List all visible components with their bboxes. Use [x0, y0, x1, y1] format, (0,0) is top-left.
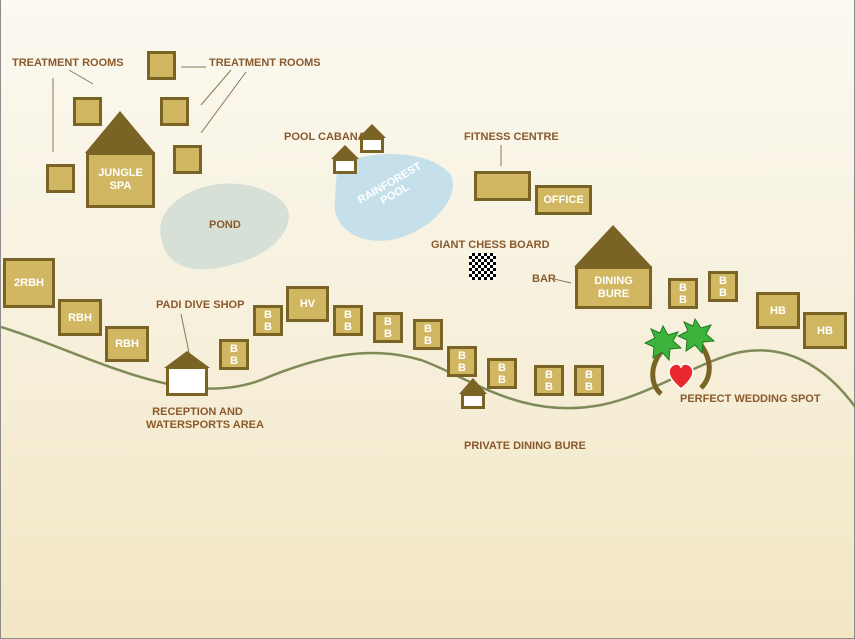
bungalow-hb[interactable]: HB — [756, 292, 800, 329]
label-pool-cabanas: POOL CABANAS — [284, 131, 374, 143]
bb-letter: B — [458, 361, 466, 374]
bb-letter: B — [679, 293, 687, 306]
office-label: OFFICE — [543, 194, 584, 206]
bb-letter: B — [344, 320, 352, 333]
treatment-room[interactable] — [46, 164, 75, 193]
jungle-spa-label: JUNGLE SPA — [98, 167, 143, 192]
bb-letter: B — [498, 361, 506, 374]
bungalow-2rbh[interactable]: 2RBH — [3, 258, 55, 308]
dining-bure[interactable]: DINING BURE — [575, 266, 652, 309]
bungalow-rbh-label: RBH — [68, 311, 92, 324]
bungalow-hv-label: HV — [299, 298, 316, 310]
bb-letter: B — [498, 373, 506, 386]
bb-letter: B — [719, 286, 727, 299]
label-reception-line1: RECEPTION AND — [152, 406, 243, 418]
pond-shape — [160, 183, 289, 270]
bungalow-hb[interactable]: HB — [803, 312, 847, 349]
label-padi-dive-shop: PADI DIVE SHOP — [156, 299, 245, 311]
dining-bure-label: DINING BURE — [594, 274, 633, 300]
label-private-dining-bure: PRIVATE DINING BURE — [464, 440, 586, 452]
bb-letter: B — [384, 327, 392, 340]
pool-cabana-roof — [358, 124, 386, 138]
bb-letter: B — [545, 368, 553, 381]
rainforest-pool-shape — [334, 153, 453, 241]
jungle-spa[interactable]: JUNGLE SPA — [86, 152, 155, 208]
bb-letter: B — [264, 308, 272, 321]
chess-board-icon — [469, 253, 496, 280]
bb-letter: B — [424, 334, 432, 347]
bb-letter: B — [384, 315, 392, 328]
label-bar: BAR — [532, 273, 556, 285]
dining-bure-roof — [574, 225, 652, 267]
pool-cabana-roof — [331, 145, 359, 159]
bb-letter: B — [264, 320, 272, 333]
bungalow-rbh-label: RBH — [115, 338, 139, 350]
treatment-room[interactable] — [147, 51, 176, 80]
treatment-room[interactable] — [160, 97, 189, 126]
jungle-spa-roof — [85, 111, 155, 153]
bungalow-rbh[interactable]: RBH — [105, 326, 149, 362]
label-reception-line2: WATERSPORTS AREA — [146, 419, 264, 431]
label-fitness-centre: FITNESS CENTRE — [464, 131, 559, 143]
label-giant-chess-board: GIANT CHESS BOARD — [431, 239, 550, 251]
fitness-centre[interactable] — [474, 171, 531, 201]
private-dining-bure-roof — [459, 378, 487, 394]
bb-letter: B — [458, 349, 466, 362]
reception-roof — [164, 351, 210, 368]
treatment-room[interactable] — [173, 145, 202, 174]
label-reception: RECEPTION AND WATERSPORTS AREA — [146, 406, 264, 432]
pool-cabana[interactable] — [333, 158, 357, 174]
bungalow-hb-label: HB — [817, 324, 833, 337]
bb-letter: B — [719, 274, 727, 287]
bb-letter: B — [230, 342, 238, 355]
bungalow-2rbh-label: 2RBH — [14, 277, 44, 289]
bb-letter: B — [344, 308, 352, 321]
bb-letter: B — [230, 354, 238, 367]
bungalow-rbh[interactable]: RBH — [58, 299, 102, 336]
bb-letter: B — [545, 380, 553, 393]
bb-letter: B — [679, 281, 687, 294]
bungalow-hv[interactable]: HV — [286, 286, 329, 322]
label-perfect-wedding-spot: PERFECT WEDDING SPOT — [680, 393, 821, 405]
label-treatment-rooms-right: TREATMENT ROOMS — [209, 57, 321, 69]
office[interactable]: OFFICE — [535, 185, 592, 215]
bb-letter: B — [424, 322, 432, 335]
private-dining-bure[interactable] — [461, 393, 485, 409]
label-pond: POND — [209, 219, 241, 231]
pool-cabana[interactable] — [360, 137, 384, 153]
bb-letter: B — [585, 380, 593, 393]
reception-building[interactable] — [166, 366, 208, 396]
bb-letter: B — [585, 368, 593, 381]
bungalow-hb-label: HB — [770, 304, 786, 317]
label-treatment-rooms-left: TREATMENT ROOMS — [12, 57, 124, 69]
